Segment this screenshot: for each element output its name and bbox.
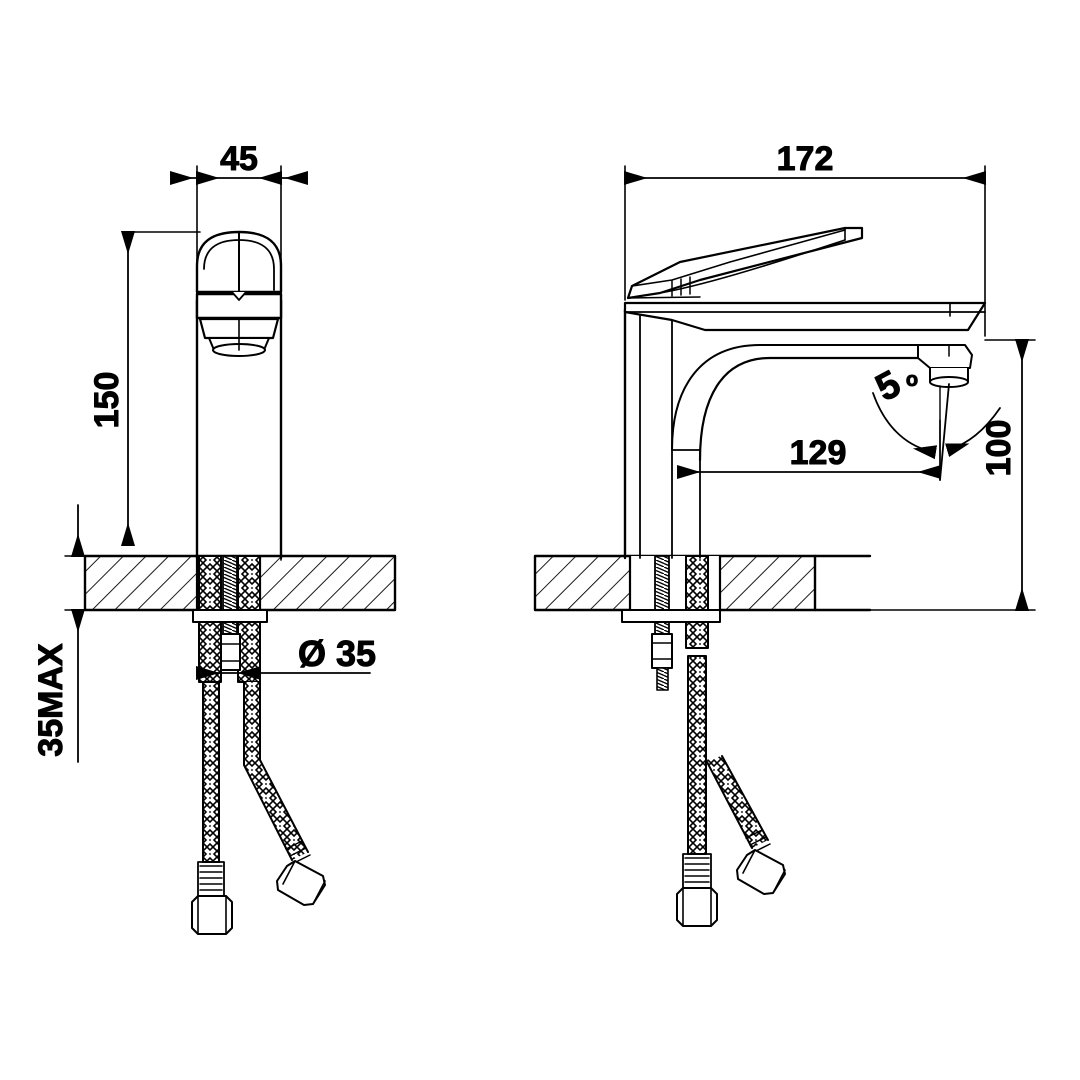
dimension-172-label: 172 <box>777 140 834 178</box>
tap-lever-handle-side <box>626 226 864 300</box>
tap-body-front <box>195 298 283 560</box>
side-view: 172 129 100 5 o <box>533 140 1036 927</box>
front-view: 45 150 35MAX Ø 35 <box>32 140 397 935</box>
dimension-150-label: 150 <box>88 372 126 429</box>
dimension-5deg-label: 5 <box>869 363 907 410</box>
jet-axis-line <box>939 383 950 481</box>
dimension-35max <box>64 504 93 763</box>
dimension-100-label: 100 <box>980 420 1018 477</box>
degree-symbol-icon: o <box>906 369 918 391</box>
tap-handle-front <box>195 230 283 357</box>
front-view-extension-lines <box>127 165 282 561</box>
dimension-129-label: 129 <box>790 434 847 472</box>
supply-hoses-front <box>191 555 326 935</box>
dimension-angle-5deg <box>872 392 1001 460</box>
supply-hoses-side <box>621 555 786 927</box>
dimension-45-label: 45 <box>220 140 258 178</box>
dimension-35max-label: 35MAX <box>32 643 70 757</box>
dimension-hole-label: Ø 35 <box>298 633 376 674</box>
tap-spout-side <box>623 301 987 462</box>
tap-column-side <box>623 308 701 560</box>
